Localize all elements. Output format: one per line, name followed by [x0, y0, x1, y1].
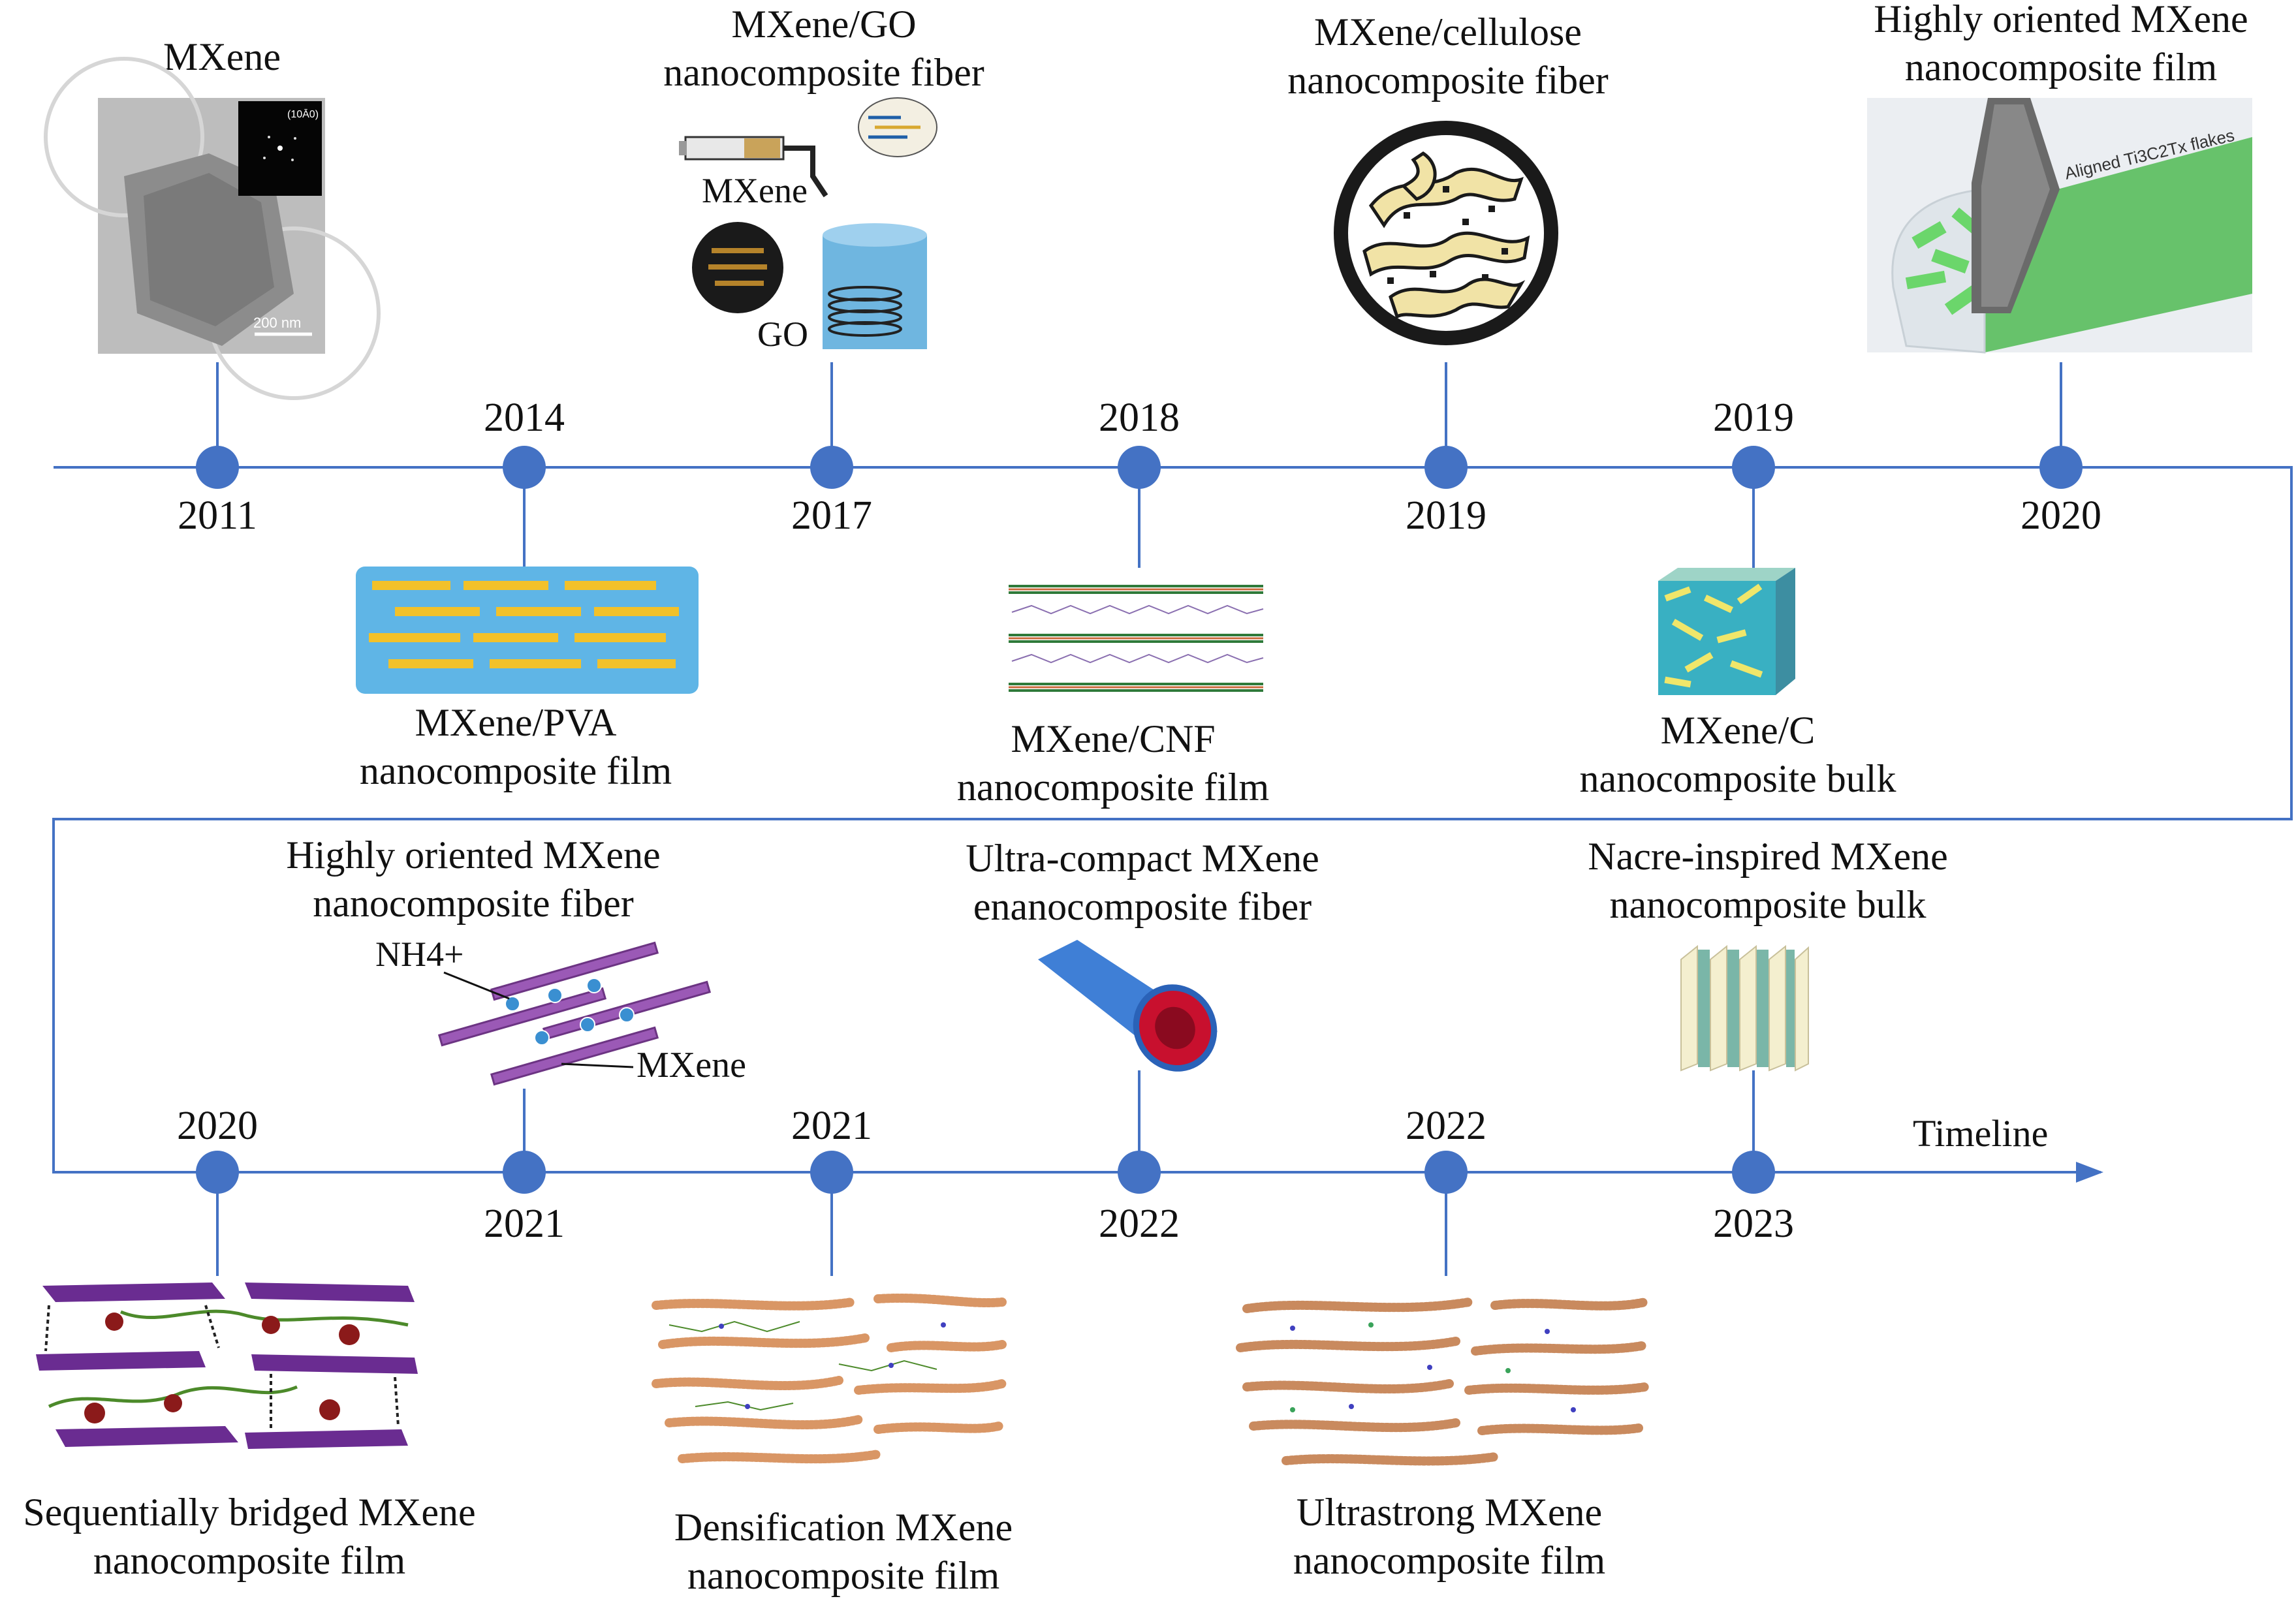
year-label: 2020 [177, 1104, 258, 1148]
svg-text:NH4+: NH4+ [375, 935, 464, 974]
year-label: 2020 [2021, 493, 2101, 538]
ultrastrong-film-schematic [1236, 1298, 1650, 1466]
timeline-dot [1732, 446, 1775, 489]
cellulose-fiber-cross-section [1334, 121, 1558, 345]
year-label: 2019 [1406, 493, 1486, 538]
year-label: 2014 [484, 396, 565, 440]
svg-text:(10Ā0): (10Ā0) [287, 108, 319, 120]
timeline-arrowhead [2076, 1162, 2103, 1183]
year-label: 2021 [791, 1104, 872, 1148]
timeline-dot [503, 1151, 546, 1194]
year-label: 2018 [1099, 396, 1180, 440]
timeline-dot [1732, 1151, 1775, 1194]
cnf-film-schematic [1009, 585, 1264, 692]
timeline-dot [503, 446, 546, 489]
timeline-dot [1118, 446, 1161, 489]
timeline-dot [1424, 446, 1468, 489]
svg-text:GO: GO [757, 315, 808, 354]
pva-film-schematic [356, 567, 699, 694]
mxene-c-bulk-cube [1658, 568, 1795, 695]
year-label: 2011 [178, 493, 257, 538]
timeline-dot [810, 446, 853, 489]
timeline-dot [810, 1151, 853, 1194]
year-label: 2021 [484, 1202, 565, 1246]
timeline-dot [1424, 1151, 1468, 1194]
year-label: 2019 [1713, 396, 1794, 440]
oriented-film-schematic: Aligned Ti3C2Tx flakes [1867, 98, 2252, 354]
timeline-dot [196, 1151, 239, 1194]
timeline-axis-label: Timeline [1913, 1112, 2049, 1155]
tem-image: (10Ā0) 200 nm [44, 57, 381, 400]
milestone-label-mxene: MXene [163, 35, 281, 78]
timeline-dot [196, 446, 239, 489]
nacre-bulk-schematic [1680, 944, 1809, 1072]
densification-film-schematic [652, 1293, 1007, 1464]
svg-text:MXene: MXene [637, 1045, 746, 1085]
timeline-dot [1118, 1151, 1161, 1194]
year-label: 2017 [791, 493, 872, 538]
svg-text:200 nm: 200 nm [253, 315, 301, 331]
bridged-film-schematic [36, 1282, 418, 1449]
year-label: 2022 [1099, 1202, 1180, 1246]
timeline-dot [2039, 446, 2083, 489]
ultra-compact-fiber [1038, 940, 1218, 1072]
year-label: 2022 [1406, 1104, 1486, 1148]
oriented-fiber-schematic: NH4+ MXene [375, 935, 746, 1086]
timeline-line [52, 466, 2293, 1176]
year-label: 2023 [1713, 1202, 1794, 1246]
go-fiber-schematic: MXene GO [679, 97, 937, 354]
svg-text:MXene: MXene [702, 171, 808, 210]
